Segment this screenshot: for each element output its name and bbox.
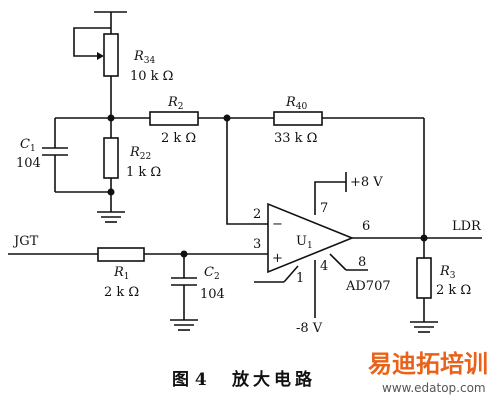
r40-resistor	[273, 111, 323, 126]
pin-1-label: 1	[296, 271, 304, 286]
r22-resistor	[103, 137, 119, 179]
r34-label: R34	[133, 49, 156, 66]
r22-label: R22	[129, 145, 151, 162]
u1-label: U1	[296, 234, 313, 251]
r22-value: 1 k Ω	[126, 165, 161, 180]
ground-symbol-middle	[170, 319, 198, 331]
pin-7-label: 7	[320, 201, 328, 216]
pin-8-label: 8	[358, 255, 366, 270]
c2-capacitor	[171, 277, 197, 286]
minus-sign: −	[272, 217, 283, 232]
c1-value: 104	[16, 156, 41, 171]
r40-label: R40	[285, 95, 308, 112]
r3-label: R3	[439, 264, 456, 281]
pin-3-label: 3	[253, 237, 261, 252]
figure-number: 图 4	[172, 370, 207, 390]
ldr-label: LDR	[452, 219, 482, 234]
r1-label: R1	[113, 265, 130, 282]
plus-8v-label: +8 V	[350, 175, 383, 190]
r2-label: R2	[167, 95, 184, 112]
r1-value: 2 k Ω	[104, 285, 139, 300]
minus-8v-label: -8 V	[296, 321, 323, 336]
c1-capacitor	[42, 147, 68, 156]
figure-title: 放大电路	[231, 369, 316, 390]
node-ground-left	[107, 188, 115, 196]
ground-symbol-right	[410, 321, 438, 333]
pin-2-label: 2	[253, 207, 261, 222]
jgt-label: JGT	[12, 234, 39, 249]
r2-resistor	[149, 111, 199, 126]
r34-value: 10 k Ω	[130, 69, 173, 84]
watermark-brand: 易迪拓培训	[368, 350, 488, 378]
pin-4-label: 4	[320, 259, 328, 274]
op-amp-u1	[267, 202, 355, 274]
r40-value: 33 k Ω	[274, 131, 317, 146]
r34-potentiometer	[73, 11, 127, 118]
c1-label: C1	[20, 137, 36, 154]
plus-sign: +	[272, 251, 283, 266]
c2-value: 104	[200, 287, 225, 302]
ground-symbol-left	[97, 211, 125, 223]
r3-resistor	[416, 257, 432, 299]
r3-value: 2 k Ω	[436, 283, 471, 298]
c2-label: C2	[204, 265, 220, 282]
watermark-url: www.edatop.com	[382, 381, 486, 395]
r1-resistor	[97, 247, 145, 262]
r2-value: 2 k Ω	[161, 131, 196, 146]
pin-6-label: 6	[362, 219, 370, 234]
part-number-label: AD707	[345, 279, 391, 294]
